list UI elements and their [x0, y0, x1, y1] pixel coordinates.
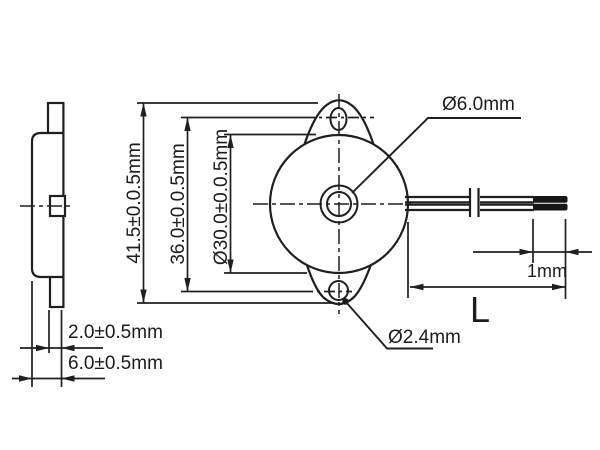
- overall-height-label: 41.5±0.0.5mm: [124, 142, 145, 263]
- tab-thickness-label: 2.0±0.5mm: [68, 322, 163, 343]
- lead-length-label: L: [470, 289, 490, 330]
- mount-hole-leader: [344, 300, 433, 350]
- hole-callouts: Ø6.0mm Ø2.4mm: [342, 94, 521, 350]
- center-hole-outer-ring: [319, 184, 359, 224]
- side-view-dimensions: 2.0±0.5mm 6.0±0.5mm: [12, 281, 163, 387]
- hole-spacing-label: 36.0±0.0.5mm: [168, 143, 189, 264]
- wire-break-marks: [468, 188, 480, 217]
- body-diameter-label: Ø30.0±0.0.5mm: [211, 129, 232, 265]
- bare-wire-end-bottom: [533, 203, 568, 211]
- side-body: [30, 131, 65, 279]
- center-hole-label: Ø6.0mm: [442, 94, 515, 115]
- bare-lead-label: 1mm: [527, 261, 567, 281]
- front-view-dimensions: 41.5±0.0.5mm 36.0±0.0.5mm Ø30.0±0.0.5mm: [124, 102, 374, 304]
- side-top-tab: [46, 101, 65, 138]
- center-hole: [326, 191, 352, 217]
- front-view: [253, 94, 411, 314]
- bare-wire-end-top: [533, 196, 568, 203]
- side-view: [20, 101, 73, 309]
- total-thickness-label: 6.0±0.5mm: [68, 353, 163, 374]
- lead-wires: [405, 188, 568, 217]
- center-hole-leader: [351, 117, 521, 194]
- wire-dimensions: 1mm L: [407, 219, 592, 330]
- mount-hole-label: Ø2.4mm: [388, 327, 461, 348]
